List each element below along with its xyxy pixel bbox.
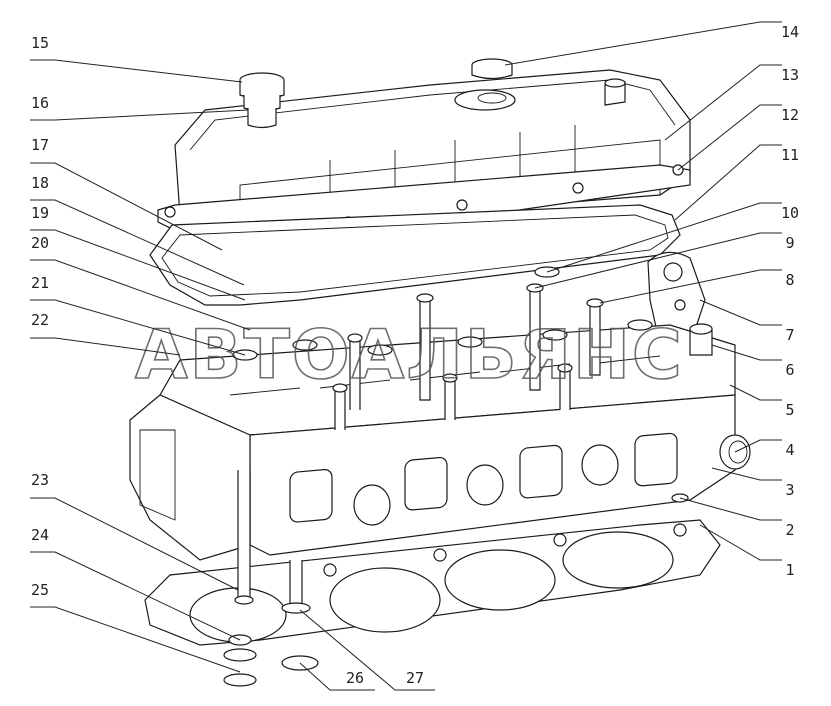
callout-number-13: 13 [781,66,799,84]
cylinder-head [129,266,751,561]
callout-number-20: 20 [31,234,49,252]
callout-number-16: 16 [31,94,49,112]
callout-number-8: 8 [785,271,794,289]
callout-number-26: 26 [346,669,364,687]
callout-leader-1 [699,524,782,561]
callout-leader-15 [30,59,243,83]
callout-number-2: 2 [785,521,794,539]
callout-leader-26 [299,662,375,691]
callout-leader-6 [711,344,782,361]
callout-leader-8 [599,269,782,304]
callout-leader-4 [734,439,782,453]
callout-number-23: 23 [31,471,49,489]
callout-leader-21 [30,299,246,356]
callout-leader-22 [30,337,181,356]
callout-number-25: 25 [31,581,49,599]
callout-number-11: 11 [781,146,799,164]
callout-leader-14 [504,21,782,66]
callout-leader-23 [30,497,239,591]
callout-leader-3 [711,467,782,481]
lower-bolts [234,470,311,614]
callout-leader-2 [679,497,782,521]
callout-number-1: 1 [785,561,794,579]
head-gasket [144,519,721,646]
callout-leader-10 [546,202,782,273]
callout-leader-27 [299,609,435,691]
callout-number-17: 17 [31,136,49,154]
watermark-text: АВТОАЛЬЯНС [135,316,684,395]
callout-number-18: 18 [31,174,49,192]
callout-leader-20 [30,259,251,331]
callout-leader-9 [534,232,782,289]
callout-leader-13 [664,64,782,141]
breather-cap [471,58,513,80]
callout-leader-19 [30,229,246,301]
callout-layer: 1234567891011121314151617181920212223242… [30,21,799,691]
washers [223,634,319,687]
callout-number-6: 6 [785,361,794,379]
callout-number-9: 9 [785,234,794,252]
valve-springs [232,319,653,361]
callout-number-19: 19 [31,204,49,222]
callout-number-21: 21 [31,274,49,292]
head-bolts [332,283,604,430]
callout-leader-25 [30,606,241,673]
callout-number-10: 10 [781,204,799,222]
callout-number-4: 4 [785,441,794,459]
callout-leader-18 [30,199,245,286]
callout-leader-12 [677,104,782,171]
callout-leader-17 [30,162,223,251]
callout-number-27: 27 [406,669,424,687]
callout-leader-11 [674,144,782,221]
callout-number-3: 3 [785,481,794,499]
filler-cap [239,72,285,129]
callout-leader-7 [699,299,782,326]
callout-number-5: 5 [785,401,794,419]
callout-number-24: 24 [31,526,49,544]
callout-number-22: 22 [31,311,49,329]
callout-leader-5 [729,384,782,401]
callout-leader-24 [30,551,241,641]
callout-leader-16 [30,109,249,121]
callout-number-12: 12 [781,106,799,124]
callout-number-14: 14 [781,23,799,41]
callout-number-15: 15 [31,34,49,52]
callout-number-7: 7 [785,326,794,344]
